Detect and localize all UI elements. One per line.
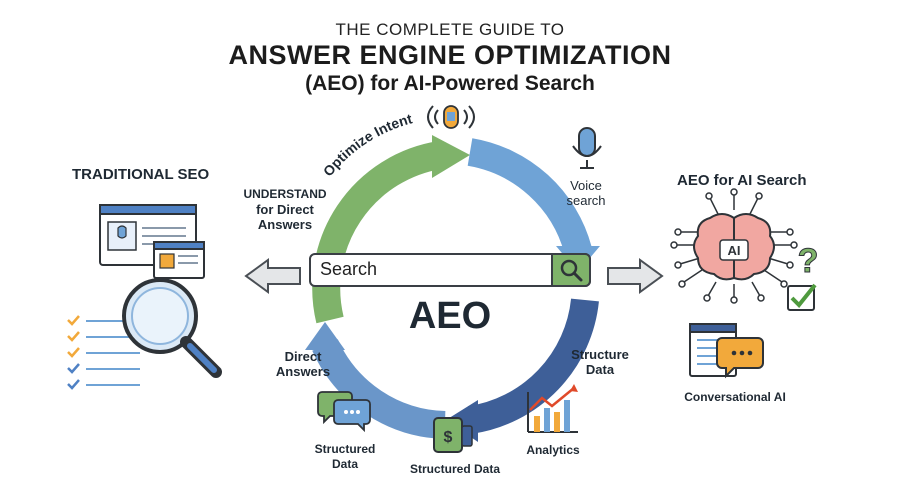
search-button-icon[interactable] xyxy=(551,253,591,287)
page-subtitle: (AEO) for AI-Powered Search xyxy=(305,72,595,95)
dollar-device-icon: $ xyxy=(433,417,473,453)
chat-bubbles-icon xyxy=(317,391,371,433)
page-title: ANSWER ENGINE OPTIMIZATION xyxy=(228,40,672,70)
search-input-text[interactable]: Search xyxy=(320,259,378,279)
arrow-left xyxy=(244,258,301,294)
label-conversational-ai: Conversational AI xyxy=(684,390,786,404)
traditional-seo-title: TRADITIONAL SEO xyxy=(72,166,210,183)
checkbox-icon xyxy=(787,283,817,311)
label-structured-data-left: Structured Data xyxy=(314,442,376,471)
search-button[interactable] xyxy=(551,253,591,287)
broadcast-icon xyxy=(427,105,475,129)
cycle-arc-green xyxy=(312,141,443,324)
cycle-arrowhead-blue xyxy=(305,322,345,350)
label-voice-search: Voice search xyxy=(566,178,606,208)
label-understand: UNDERSTAND for Direct Answers xyxy=(243,187,327,232)
arrow-right xyxy=(607,258,664,294)
label-analytics: Analytics xyxy=(526,443,580,457)
label-structure-data: Structure Data xyxy=(571,347,629,377)
analytics-chart-icon xyxy=(527,384,578,433)
aeo-core-label: AEO xyxy=(408,295,492,337)
browser-window-icon xyxy=(99,204,205,279)
label-structured-data-bottom: Structured Data xyxy=(409,462,501,476)
guide-subtitle: THE COMPLETE GUIDE TO xyxy=(335,20,565,39)
cycle-arc-dark-blue xyxy=(467,298,599,434)
svg-text:$: $ xyxy=(444,429,453,446)
aeo-ai-search-title: AEO for AI Search xyxy=(677,172,807,189)
cycle-arc-light-blue xyxy=(467,138,592,254)
question-mark-icon: ? xyxy=(798,242,819,280)
magnifier-icon xyxy=(122,278,222,378)
brain-ai-label: AI xyxy=(728,243,741,258)
label-direct-answers: Direct Answers xyxy=(275,349,331,379)
document-chat-icon xyxy=(689,323,764,379)
cycle-arc-blue xyxy=(312,338,446,439)
brain-circuit-icon xyxy=(670,188,798,304)
search-bar[interactable] xyxy=(309,253,591,287)
microphone-icon xyxy=(572,127,602,169)
cycle-arrowhead-green xyxy=(432,135,470,178)
